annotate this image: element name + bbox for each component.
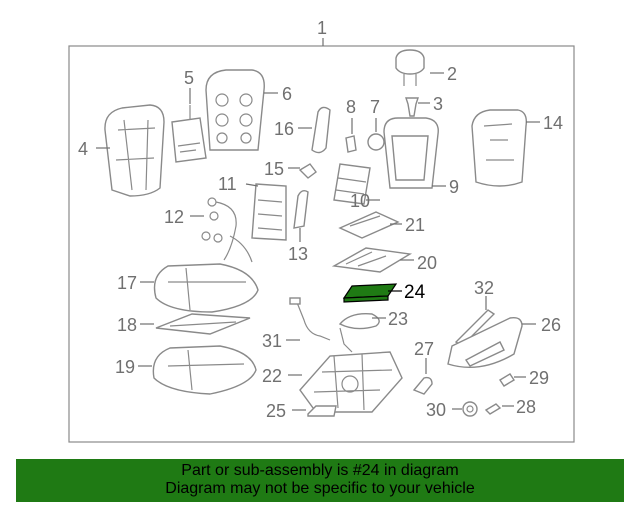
callout-6[interactable]: 6	[282, 84, 292, 104]
part-29	[499, 373, 515, 387]
callout-27[interactable]: 27	[414, 339, 434, 359]
part-seatback-frame	[383, 117, 439, 189]
callout-5[interactable]: 5	[184, 68, 194, 88]
callout-19[interactable]: 19	[115, 357, 135, 377]
banner-line-1: Part or sub-assembly is #24 in diagram	[181, 462, 459, 479]
part-wire-harness-12	[201, 197, 253, 263]
part-seat-heater	[338, 211, 400, 239]
callout-25[interactable]: 25	[266, 401, 286, 421]
callout-10[interactable]: 10	[350, 191, 370, 211]
callout-12[interactable]: 12	[164, 207, 184, 227]
part-24-highlighted[interactable]	[342, 283, 398, 303]
callout-21[interactable]: 21	[405, 215, 425, 235]
part-bracket-8	[345, 135, 357, 153]
part-23	[338, 313, 380, 330]
callout-30[interactable]: 30	[426, 400, 446, 420]
callout-23[interactable]: 23	[388, 309, 408, 329]
callout-11[interactable]: 11	[218, 174, 237, 194]
part-recliner-7	[367, 133, 385, 151]
callout-31[interactable]: 31	[262, 331, 282, 351]
callout-18[interactable]: 18	[117, 315, 137, 335]
part-cushion-pad	[152, 345, 257, 395]
part-headrest	[395, 49, 425, 86]
callout-28[interactable]: 28	[516, 397, 536, 417]
part-27	[412, 376, 433, 395]
callout-16[interactable]: 16	[274, 119, 294, 139]
part-seatback-pad-frame	[205, 69, 265, 151]
callout-14[interactable]: 14	[543, 113, 563, 133]
callout-8[interactable]: 8	[346, 97, 356, 117]
callout-32[interactable]: 32	[474, 278, 494, 298]
info-banner: Part or sub-assembly is #24 in diagram D…	[16, 459, 624, 502]
callout-26[interactable]: 26	[541, 315, 561, 335]
callout-9[interactable]: 9	[449, 177, 459, 197]
part-wire-harness-31	[289, 297, 353, 353]
part-18	[155, 313, 251, 335]
part-clip-15	[298, 163, 317, 179]
callout-13[interactable]: 13	[288, 244, 308, 264]
callout-17[interactable]: 17	[117, 273, 137, 293]
part-back-panel	[471, 109, 528, 187]
part-seat-adjuster	[299, 351, 403, 413]
part-30	[462, 401, 478, 417]
part-side-trim	[311, 106, 331, 154]
callout-3[interactable]: 3	[433, 94, 443, 114]
part-25	[307, 405, 337, 417]
callout-29[interactable]: 29	[529, 368, 549, 388]
callout-22[interactable]: 22	[262, 366, 282, 386]
callout-1[interactable]: 1	[317, 18, 327, 38]
part-headrest-guide	[405, 97, 419, 117]
part-back-heater	[251, 183, 287, 241]
callout-4[interactable]: 4	[78, 139, 88, 159]
callout-2[interactable]: 2	[447, 64, 457, 84]
part-28	[484, 403, 502, 415]
part-seat-pan	[331, 247, 413, 273]
diagram-frame	[68, 45, 575, 443]
callout-15[interactable]: 15	[264, 159, 284, 179]
part-side-shield	[447, 316, 523, 369]
part-back-pad	[171, 105, 207, 163]
banner-line-2: Diagram may not be specific to your vehi…	[165, 480, 475, 497]
part-cushion-cover	[153, 263, 259, 313]
callout-7[interactable]: 7	[370, 97, 380, 117]
callout-24[interactable]: 24	[404, 282, 426, 303]
part-trim-13	[293, 189, 309, 229]
part-seatback-cover	[104, 104, 165, 197]
callout-20[interactable]: 20	[417, 253, 437, 273]
part-lumbar-support	[333, 163, 371, 205]
